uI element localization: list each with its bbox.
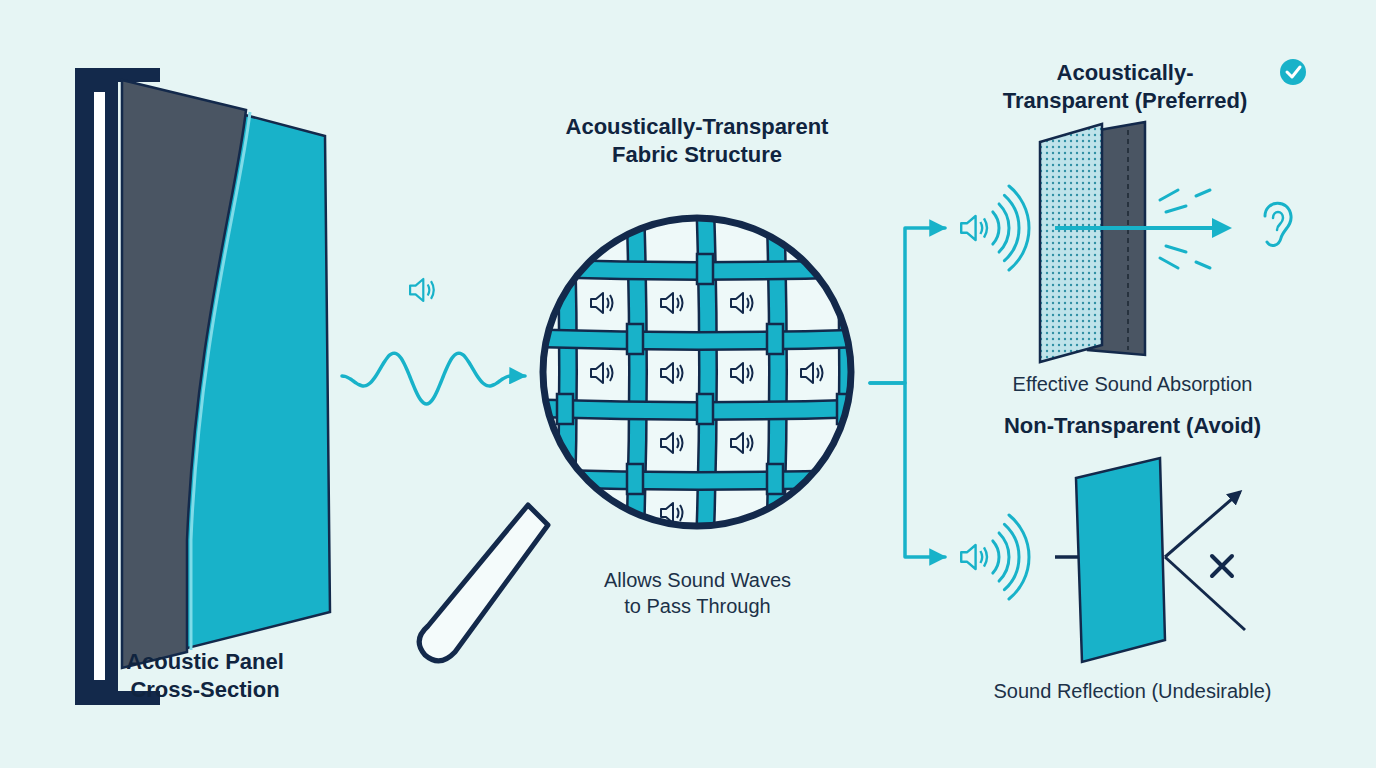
sound-path-arrow xyxy=(1055,226,1228,230)
option-caption: Effective Sound Absorption xyxy=(945,371,1320,397)
speaker-icon xyxy=(731,363,753,383)
panel-label: Acoustic Panel Cross-Section xyxy=(105,648,305,704)
mesh-crossing xyxy=(697,394,713,424)
section-heading: Acoustically-Transparent Fabric Structur… xyxy=(547,113,847,169)
sound-wave-arc xyxy=(1004,524,1019,589)
branch-arrow xyxy=(870,228,945,383)
scatter-dash xyxy=(1166,206,1186,212)
speaker-icon xyxy=(731,433,753,453)
scatter-dash xyxy=(1160,190,1178,200)
sound-wave-arc xyxy=(1004,195,1019,260)
mesh-thread xyxy=(565,200,568,540)
mesh-crossing xyxy=(767,324,783,354)
fabric-layer xyxy=(122,80,246,668)
mesh-crossing xyxy=(557,394,573,424)
transparent-example xyxy=(961,59,1306,362)
branch-arrow xyxy=(870,383,945,557)
diagram-node: Acoustically-Transparent (Preferred) Effe… xyxy=(945,55,1320,401)
speaker-icon xyxy=(961,545,987,569)
check-icon xyxy=(1280,59,1306,85)
mesh-thread xyxy=(530,338,870,341)
reflective-example xyxy=(961,458,1245,662)
scatter-dash xyxy=(1160,258,1178,268)
speaker-icon xyxy=(661,293,683,313)
mesh-crossing xyxy=(767,464,783,494)
speaker-icon xyxy=(591,363,613,383)
sound-wave-arc xyxy=(1009,186,1029,270)
fabric-panel xyxy=(1040,124,1102,362)
frame-gap xyxy=(94,92,105,680)
speaker-icon xyxy=(661,363,683,383)
lens-rim xyxy=(543,218,851,526)
sound-wave-arc xyxy=(1009,515,1029,599)
reflection-line xyxy=(1165,492,1240,557)
speaker-icon xyxy=(801,363,823,383)
option-caption: Sound Reflection (Undesirable) xyxy=(945,678,1320,704)
sound-wave-arrow xyxy=(342,353,525,404)
speaker-icon xyxy=(731,293,753,313)
scatter-dash xyxy=(1196,262,1210,268)
mesh-crossing xyxy=(837,254,853,284)
mesh-crossing xyxy=(627,464,643,494)
mesh-crossing xyxy=(627,324,643,354)
sound-wave-arc xyxy=(993,212,999,244)
magnifier-handle xyxy=(419,505,548,661)
section-caption: Allows Sound Waves to Pass Through xyxy=(600,567,795,619)
speaker-icon xyxy=(661,433,683,453)
option-heading: Acoustically-Transparent (Preferred) xyxy=(994,59,1256,115)
panel-seam xyxy=(1127,130,1129,350)
mesh-thread xyxy=(565,200,568,540)
sound-wave-arc xyxy=(999,533,1009,581)
acoustic-panel xyxy=(75,68,330,705)
mesh-crossing xyxy=(697,254,713,284)
diagram-node: Non-Transparent (Avoid) Sound Reflection … xyxy=(945,408,1320,710)
solid-panel xyxy=(1076,458,1165,662)
ear-icon xyxy=(1265,203,1291,245)
speaker-icon xyxy=(410,279,434,301)
cross-mark xyxy=(1212,556,1232,576)
option-heading: Non-Transparent (Avoid) xyxy=(965,412,1300,440)
mesh-thread xyxy=(530,338,870,341)
fabric-edge xyxy=(191,112,250,650)
sound-wave-arc xyxy=(999,204,1009,252)
sound-wave-arc xyxy=(993,541,999,573)
speaker-icon xyxy=(961,216,987,240)
scatter-dash xyxy=(1166,246,1186,252)
diagram-node: Acoustic Panel Cross-Section xyxy=(70,60,340,710)
reflection-line xyxy=(1165,557,1245,630)
speaker-icon xyxy=(591,293,613,313)
magnifier xyxy=(419,200,870,661)
scatter-dash xyxy=(1196,190,1210,196)
diagram-node: Acoustically-Transparent Fabric Structur… xyxy=(525,105,870,625)
woven-mesh xyxy=(530,200,870,540)
